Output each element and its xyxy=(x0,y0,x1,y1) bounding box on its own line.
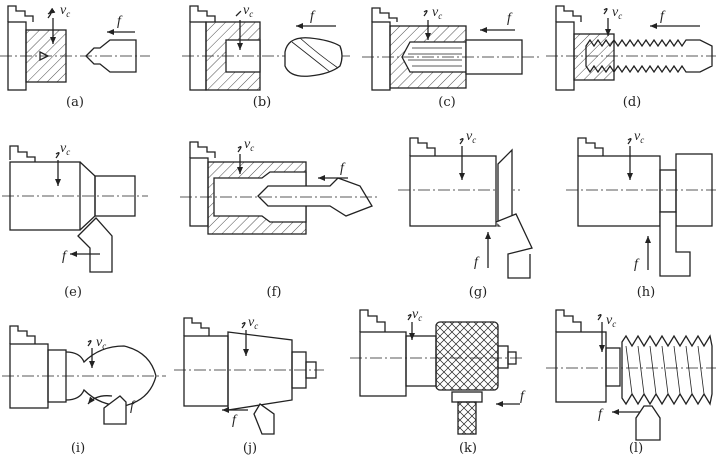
threaded-workpiece xyxy=(621,334,713,406)
chuck-jaws xyxy=(7,5,34,22)
panel-e: vc f (e) xyxy=(2,141,148,300)
panel-k: vc f (k) xyxy=(350,307,526,456)
svg-text:f: f xyxy=(117,14,123,29)
panel-g: vc f (g) xyxy=(398,129,533,300)
caption-k: (k) xyxy=(459,441,477,456)
svg-text:vc: vc xyxy=(60,3,70,19)
tapered-workpiece xyxy=(227,331,293,411)
panel-j: vc f (j) xyxy=(174,315,324,456)
svg-text:f: f xyxy=(232,413,238,428)
caption-e: (e) xyxy=(64,285,82,300)
caption-g: (g) xyxy=(469,285,487,300)
facing-tool xyxy=(495,213,533,279)
tap-thread xyxy=(585,38,713,74)
turning-tool xyxy=(253,403,275,435)
form-tool xyxy=(103,395,127,425)
svg-text:vc: vc xyxy=(244,137,254,153)
panel-f: vc f (f) xyxy=(180,137,380,300)
svg-text:f: f xyxy=(634,257,640,272)
caption-j: (j) xyxy=(243,441,257,456)
caption-i: (i) xyxy=(71,441,85,456)
caption-l: (l) xyxy=(629,441,643,456)
panel-a: vc f (a) xyxy=(0,3,150,110)
svg-text:vc: vc xyxy=(606,313,616,329)
svg-text:f: f xyxy=(62,249,68,264)
caption-c: (c) xyxy=(438,95,455,110)
profiled-workpiece xyxy=(65,345,157,407)
panel-d: vc f (d) xyxy=(546,5,716,110)
knurled-surface xyxy=(435,321,499,391)
svg-text:vc: vc xyxy=(96,335,106,351)
panel-h: vc f (h) xyxy=(566,129,716,300)
threading-tool xyxy=(635,405,661,441)
svg-text:vc: vc xyxy=(60,141,70,157)
svg-text:vc: vc xyxy=(432,5,442,21)
svg-text:f: f xyxy=(507,11,513,26)
panel-c: vc f (c) xyxy=(362,5,540,110)
svg-text:vc: vc xyxy=(248,315,258,331)
panel-l: vc f (l) xyxy=(546,309,716,456)
panel-i: vc f (i) xyxy=(2,325,166,456)
caption-a: (a) xyxy=(66,95,84,110)
parting-tool xyxy=(659,211,691,277)
svg-text:f: f xyxy=(130,399,136,414)
svg-text:f: f xyxy=(474,255,480,270)
svg-text:f: f xyxy=(598,407,604,422)
svg-text:f: f xyxy=(660,9,666,24)
svg-text:f: f xyxy=(340,161,346,176)
caption-h: (h) xyxy=(637,285,656,300)
caption-b: (b) xyxy=(253,95,271,110)
svg-text:vc: vc xyxy=(466,129,476,145)
caption-d: (d) xyxy=(623,95,641,110)
svg-text:f: f xyxy=(520,389,526,404)
svg-text:f: f xyxy=(310,9,316,24)
svg-text:vc: vc xyxy=(634,129,644,145)
chamfer-tool xyxy=(77,217,113,273)
caption-f: (f) xyxy=(267,285,282,300)
svg-text:vc: vc xyxy=(612,5,622,21)
svg-text:vc: vc xyxy=(412,307,422,323)
panel-b: vc f (b) xyxy=(182,3,350,110)
svg-text:vc: vc xyxy=(243,3,253,19)
